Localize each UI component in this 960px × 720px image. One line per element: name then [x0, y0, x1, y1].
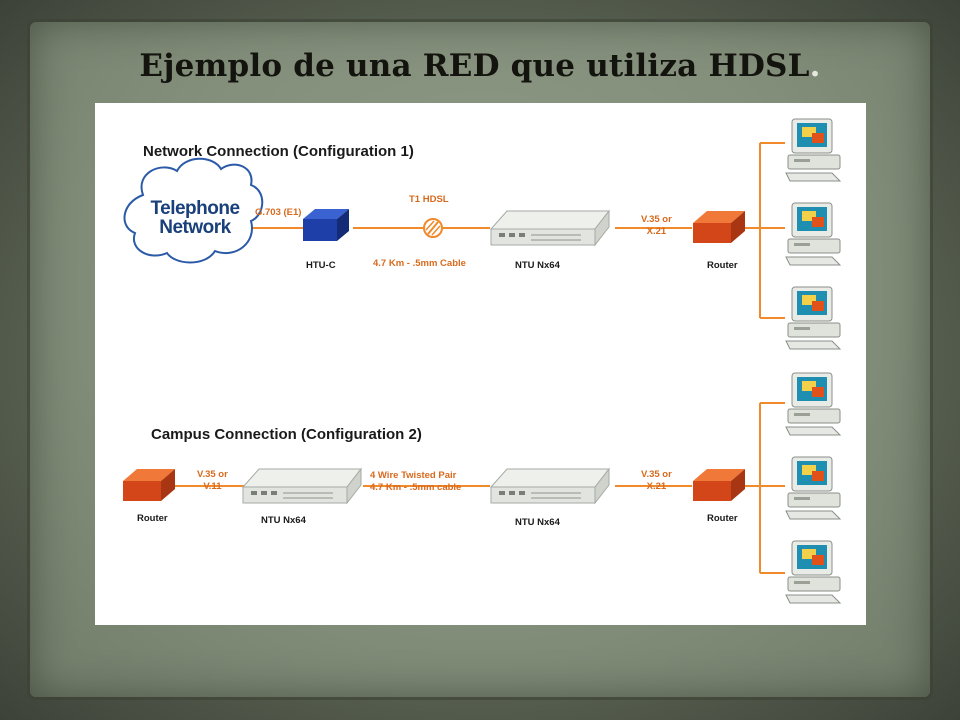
v35-line-3: V.35 or — [641, 469, 672, 480]
pc-1 — [785, 118, 841, 182]
t1-hdsl-label: T1 HDSL — [409, 194, 449, 205]
ntu-config2-right-label: NTU Nx64 — [515, 517, 560, 528]
v35-x21-label-1: V.35 or X.21 — [641, 214, 672, 238]
pc-5 — [785, 456, 841, 520]
ntu-config2-left-label: NTU Nx64 — [261, 515, 306, 526]
ntu-config1 — [490, 210, 610, 246]
router-config2-right — [693, 469, 745, 501]
router-config2-left — [123, 469, 175, 501]
config2-links — [175, 402, 785, 574]
v35-v11-label: V.35 or V.11 — [197, 469, 228, 493]
twisted-pair-line-2: 4.7 Km - .5mm cable — [370, 482, 462, 493]
v11-line: V.11 — [203, 481, 222, 492]
ntu-config2-left — [242, 468, 362, 504]
cloud-line-1: Telephone — [150, 198, 240, 219]
cloud-label: Telephone Network — [135, 199, 255, 237]
cloud-line-2: Network — [159, 217, 231, 238]
network-diagram: Network Connection (Configuration 1) Tel… — [95, 103, 866, 625]
v35-x21-label-2: V.35 or X.21 — [641, 469, 672, 493]
pc-3 — [785, 286, 841, 350]
config1-links — [245, 142, 785, 319]
router-config1 — [693, 211, 745, 243]
pc-6 — [785, 540, 841, 604]
telephone-network-cloud — [123, 157, 264, 264]
htu-c-device — [303, 209, 349, 241]
pc-4 — [785, 372, 841, 436]
config1-heading: Network Connection (Configuration 1) — [143, 143, 414, 160]
x21-line-1: X.21 — [646, 226, 667, 237]
v35-line-2: V.35 or — [197, 469, 228, 480]
htu-c-label: HTU-C — [306, 260, 336, 271]
cable-label: 4.7 Km - .5mm Cable — [373, 258, 466, 269]
router-config2-left-label: Router — [137, 513, 168, 524]
config2-heading: Campus Connection (Configuration 2) — [151, 426, 422, 443]
ntu-config1-label: NTU Nx64 — [515, 260, 560, 271]
diagram-drawing — [123, 118, 841, 604]
router-config1-label: Router — [707, 260, 738, 271]
twisted-pair-label: 4 Wire Twisted Pair 4.7 Km - .5mm cable — [370, 470, 461, 494]
hdsl-coil-icon — [423, 218, 443, 238]
x21-line-2: X.21 — [646, 481, 667, 492]
router-config2-right-label: Router — [707, 513, 738, 524]
slide-title: Ejemplo de una RED que utiliza HDSL. — [0, 48, 960, 84]
ntu-config2-right — [490, 468, 610, 504]
g703-label: G.703 (E1) — [255, 207, 302, 218]
pc-2 — [785, 202, 841, 266]
v35-line-1: V.35 or — [641, 214, 672, 225]
twisted-pair-line-1: 4 Wire Twisted Pair — [370, 470, 457, 481]
title-text: Ejemplo de una RED que utiliza HDSL — [139, 48, 810, 84]
title-dot: . — [809, 48, 821, 84]
